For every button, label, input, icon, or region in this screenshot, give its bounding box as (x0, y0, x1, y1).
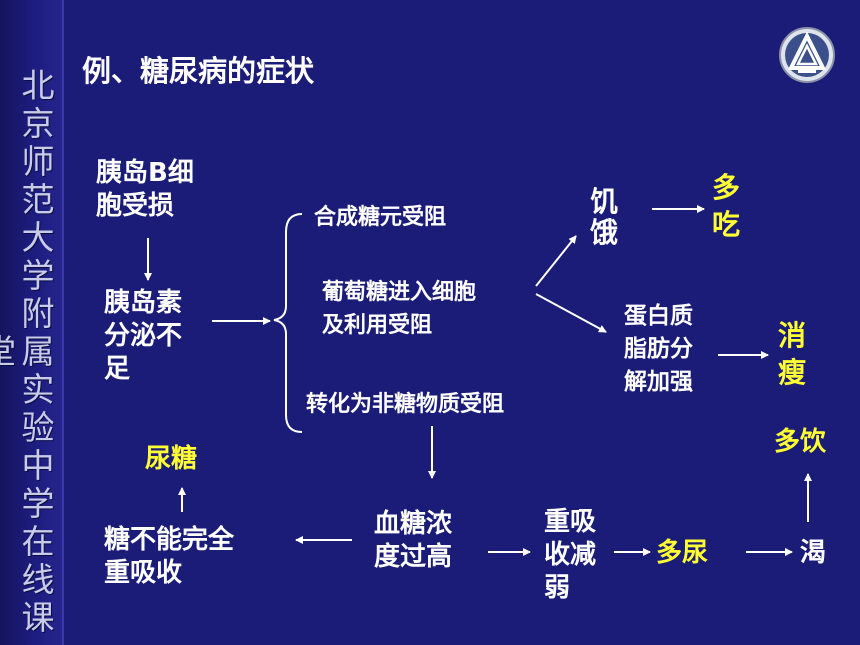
blood-sugar-high: 血糖浓度过高 (374, 509, 453, 572)
weight-loss: 消瘦 (778, 319, 807, 389)
glycosuria: 尿糖 (145, 444, 198, 474)
polyuria: 多尿 (656, 538, 709, 568)
school-logo-icon (779, 27, 835, 83)
sidebar-banner: 北京师范大学附属实验中学在线课堂 (0, 0, 64, 645)
school-name: 北京师范大学附属实验中学在线课堂 (0, 67, 55, 638)
page-title: 例、糖尿病的症状 (82, 54, 315, 88)
eat-more: 多吃 (712, 171, 741, 241)
thirst: 渴 (800, 538, 827, 568)
hunger: 饥饿 (590, 185, 619, 249)
arrow-to-hunger (535, 235, 577, 287)
protein-fat-breakdown: 蛋白质脂肪分解加强 (624, 303, 693, 395)
arrow-to-breakdown (535, 293, 607, 333)
glucose-entry-blocked: 葡萄糖进入细胞及利用受阻 (322, 280, 477, 338)
insulin-deficit: 胰岛素分泌不足 (104, 288, 183, 384)
drink-more: 多饮 (774, 427, 827, 457)
islet-b-damage: 胰岛B细胞受损 (96, 158, 194, 221)
glycogen-blocked: 合成糖元受阻 (314, 205, 447, 230)
conversion-blocked: 转化为非糖物质受阻 (306, 392, 505, 417)
reabsorption-weak: 重吸收减弱 (544, 507, 597, 603)
brace (273, 213, 303, 433)
incomplete-reabsorption: 糖不能完全重吸收 (104, 525, 235, 588)
